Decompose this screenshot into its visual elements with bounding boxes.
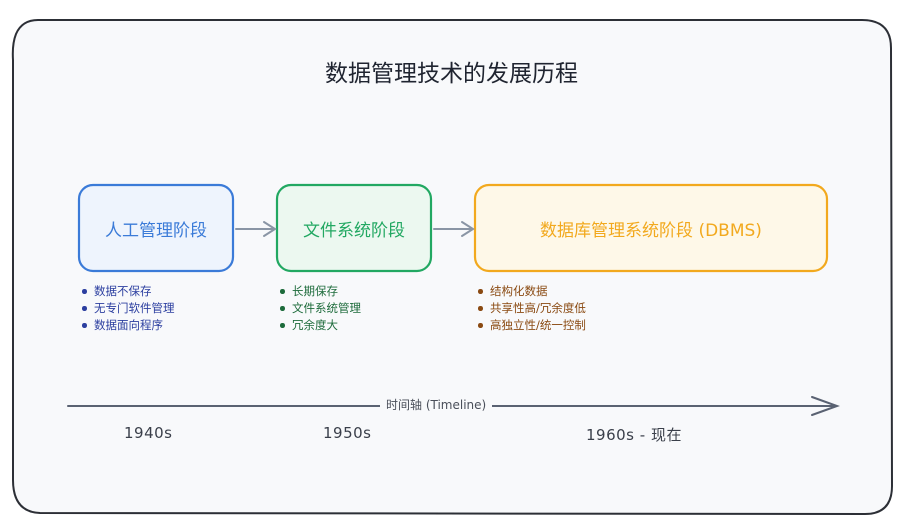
timeline-year-1960s-now: 1960s - 现在 xyxy=(586,426,682,444)
stage-box-filesystem xyxy=(275,183,433,273)
outer-frame xyxy=(11,19,894,516)
stage-point: 文件系统管理 xyxy=(278,300,361,317)
stage-box-manual xyxy=(77,183,235,273)
stage-point: 高独立性/统一控制 xyxy=(476,317,586,334)
stage-point: 数据面向程序 xyxy=(80,317,175,334)
stage-point: 无专门软件管理 xyxy=(80,300,175,317)
timeline-label: 时间轴 (Timeline) xyxy=(380,396,493,413)
stage-points-manual: 数据不保存 无专门软件管理 数据面向程序 xyxy=(80,283,175,334)
stage-point: 数据不保存 xyxy=(80,283,175,300)
timeline-year-1950s: 1950s xyxy=(323,424,372,442)
stage-box-dbms xyxy=(473,183,829,273)
stage-points-filesystem: 长期保存 文件系统管理 冗余度大 xyxy=(278,283,361,334)
stage-points-dbms: 结构化数据 共享性高/冗余度低 高独立性/统一控制 xyxy=(476,283,586,334)
stage-point: 结构化数据 xyxy=(476,283,586,300)
diagram-title: 数据管理技术的发展历程 xyxy=(325,61,578,87)
stage-point: 长期保存 xyxy=(278,283,361,300)
stage-label-manual: 人工管理阶段 xyxy=(105,220,207,241)
arrow-filesystem-to-dbms xyxy=(433,221,475,237)
stage-point: 共享性高/冗余度低 xyxy=(476,300,586,317)
stage-point: 冗余度大 xyxy=(278,317,361,334)
stage-label-filesystem: 文件系统阶段 xyxy=(303,220,405,241)
arrow-manual-to-filesystem xyxy=(235,221,277,237)
stage-label-dbms: 数据库管理系统阶段 (DBMS) xyxy=(540,220,762,241)
timeline-year-1940s: 1940s xyxy=(124,424,173,442)
